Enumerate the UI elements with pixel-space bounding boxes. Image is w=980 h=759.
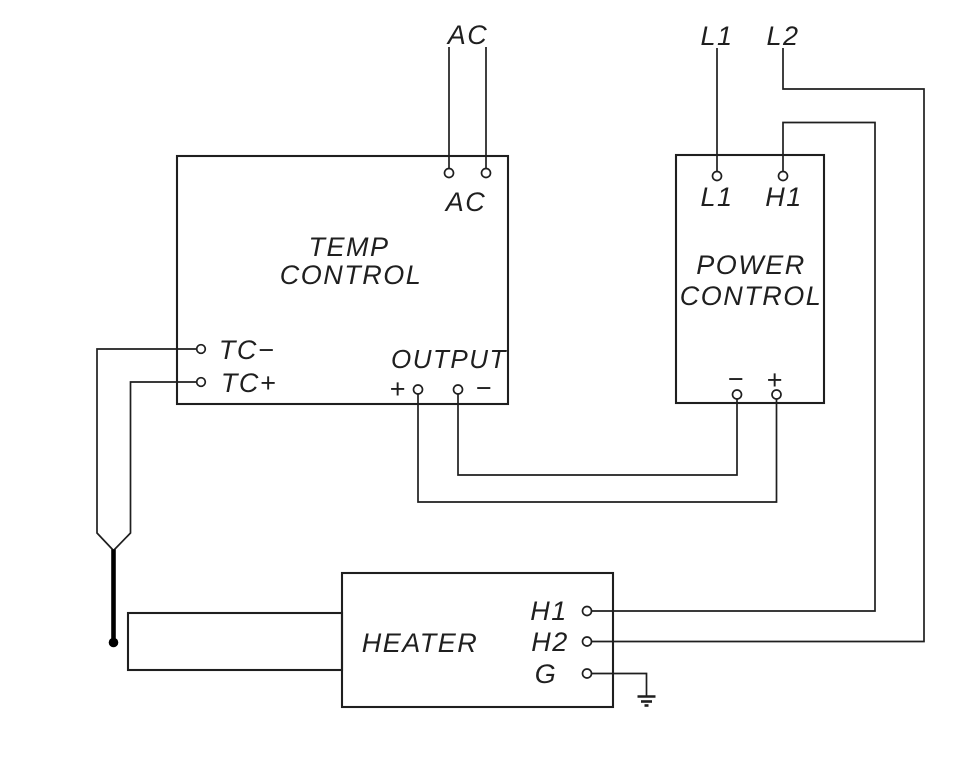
wire-output-plus-to-power-plus — [417, 389, 778, 503]
temp-control-tc-minus-terminal — [195, 343, 207, 355]
power-control-h1-terminal-label: H1 — [765, 182, 803, 212]
heater-h2-terminal — [581, 636, 593, 647]
wire-l2-to-heater-h2 — [587, 48, 925, 643]
ground-symbol — [637, 695, 656, 707]
temp-control-ac-terminal-2 — [480, 167, 492, 179]
temp-control-ac-terminal-1 — [443, 167, 455, 179]
temp-control-box — [175, 154, 510, 406]
heater-title: HEATER — [362, 628, 479, 658]
temp-control-output-plus-sign: + — [389, 374, 406, 404]
temp-control-output-minus-terminal — [452, 384, 464, 395]
temp-control-output-label: OUTPUT — [391, 344, 508, 374]
heater-ground-terminal — [581, 668, 593, 679]
wire-output-minus-to-power-minus — [457, 389, 738, 476]
supply-l1-label: L1 — [700, 21, 733, 51]
power-control-minus-sign: − — [727, 364, 744, 394]
temp-control-ac-terminal-label: AC — [444, 187, 487, 217]
temp-control-tc-minus-label: TC− — [219, 335, 275, 365]
power-control-title-line2: CONTROL — [680, 281, 823, 311]
supply-l2-label: L2 — [766, 21, 799, 51]
wire-tc-plus-lead — [112, 381, 201, 552]
heater-h2-terminal-label: H2 — [531, 627, 569, 657]
power-control-plus-terminal — [771, 389, 782, 400]
supply-ac-label: AC — [446, 20, 489, 50]
heater-element-rod — [126, 611, 344, 672]
temp-control-title-line1: TEMP — [308, 232, 389, 262]
temp-control-tc-plus-label: TC+ — [221, 368, 277, 398]
power-control-h1-terminal — [777, 170, 789, 182]
temp-control-output-plus-terminal — [412, 384, 424, 395]
heater-h1-terminal — [581, 605, 593, 617]
power-control-l1-terminal — [711, 170, 723, 182]
power-control-minus-terminal — [731, 389, 743, 400]
power-control-box — [674, 153, 826, 405]
thermocouple-junction-bead — [108, 637, 119, 648]
wire-power-h1-to-heater-h1 — [587, 121, 876, 612]
wire-heater-ground — [587, 672, 648, 696]
temp-control-title-line2: CONTROL — [280, 260, 423, 290]
heater-ground-terminal-label: G — [535, 659, 558, 689]
temp-control-tc-plus-terminal — [195, 376, 207, 388]
temp-control-output-minus-sign: − — [475, 373, 492, 403]
heater-h1-terminal-label: H1 — [530, 596, 568, 626]
power-control-l1-terminal-label: L1 — [700, 182, 733, 212]
power-control-title-line1: POWER — [696, 250, 806, 280]
power-control-plus-sign: + — [766, 365, 783, 395]
wire-tc-minus-lead — [96, 348, 201, 552]
